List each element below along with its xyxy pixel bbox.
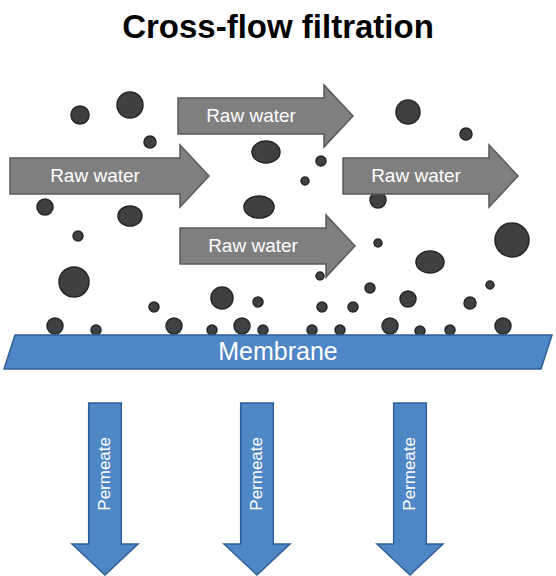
- particle: [460, 128, 472, 140]
- text-holder: Permeate: [376, 403, 444, 576]
- particle: [400, 291, 416, 307]
- particle: [317, 302, 327, 312]
- particle: [445, 325, 455, 335]
- particle: [211, 287, 233, 309]
- particle: [166, 318, 182, 334]
- particle: [73, 231, 83, 241]
- node-shape: [343, 145, 518, 207]
- permeate-label: Permeate: [96, 437, 115, 511]
- particle: [149, 302, 159, 312]
- particle: [486, 281, 494, 289]
- particle: [37, 199, 53, 215]
- particle: [382, 318, 398, 334]
- particle: [47, 318, 63, 334]
- text-holder: Raw water: [343, 144, 519, 208]
- text-holder: Raw water: [10, 144, 210, 208]
- node-shape: [180, 215, 355, 277]
- particle: [374, 239, 382, 247]
- text-holder: Permeate: [71, 403, 139, 576]
- flow-arrow: Raw water: [10, 144, 210, 208]
- particle: [207, 325, 217, 335]
- permeate-arrow: Permeate: [376, 403, 444, 576]
- membrane-band: Membrane: [3, 334, 553, 370]
- flow-label: Raw water: [206, 106, 296, 127]
- text-holder: Membrane: [3, 334, 553, 370]
- particle: [495, 223, 529, 257]
- particle: [144, 136, 156, 148]
- text-holder: Raw water: [178, 84, 354, 148]
- node-shape: [72, 403, 138, 575]
- node-shape: [224, 403, 290, 575]
- permeate-arrow: Permeate: [71, 403, 139, 576]
- particle: [301, 177, 309, 185]
- flow-label: Raw water: [208, 236, 298, 257]
- particle: [316, 272, 324, 280]
- particle: [258, 325, 268, 335]
- node-shape: [4, 335, 552, 369]
- permeate-label: Permeate: [248, 437, 267, 511]
- particle: [91, 325, 101, 335]
- flow-label: Raw water: [371, 166, 461, 187]
- particle: [59, 267, 89, 297]
- permeate-label: Permeate: [401, 437, 420, 511]
- particle: [234, 318, 250, 334]
- flow-arrow: Raw water: [180, 214, 356, 278]
- particle: [464, 297, 476, 309]
- particle: [71, 106, 89, 124]
- text-holder: Permeate: [223, 403, 291, 576]
- particle: [117, 92, 143, 118]
- particle: [335, 325, 345, 335]
- diagram-title: Cross-flow filtration: [0, 8, 556, 46]
- membrane-label: Membrane: [218, 338, 338, 366]
- particle: [348, 302, 358, 312]
- permeate-arrow: Permeate: [223, 403, 291, 576]
- particle: [316, 156, 326, 166]
- flow-label: Raw water: [50, 166, 140, 187]
- particle: [365, 283, 375, 293]
- particle: [416, 251, 444, 273]
- flow-arrow: Raw water: [343, 144, 519, 208]
- particle: [252, 141, 280, 163]
- node-shape: [10, 145, 209, 207]
- node-shape: [178, 85, 353, 147]
- particle: [253, 297, 263, 307]
- particle: [495, 318, 511, 334]
- text-holder: Raw water: [180, 214, 356, 278]
- particle: [307, 325, 317, 335]
- particle: [244, 196, 274, 218]
- flow-arrow: Raw water: [178, 84, 354, 148]
- particle: [396, 100, 420, 124]
- node-shape: [377, 403, 443, 575]
- particle: [118, 206, 142, 226]
